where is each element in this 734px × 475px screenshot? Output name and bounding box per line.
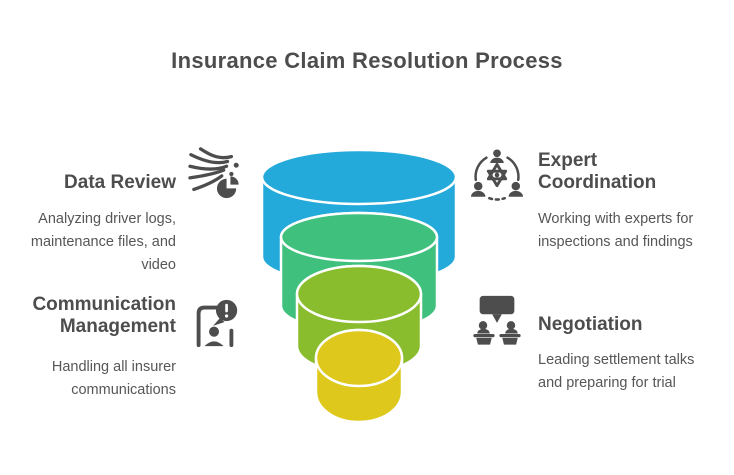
section-description: Leading settlement talks and preparing f… (538, 352, 695, 391)
section-description: Handling all insurer communications (51, 359, 176, 398)
section-expert-coordination: Expert Coordination Working with experts… (470, 146, 720, 254)
section-heading: Expert Coordination (538, 150, 657, 193)
section-heading: Communication Management (32, 294, 176, 337)
section-heading: Data Review (64, 172, 176, 193)
section-communication-management: Communication Management Handling all in… (20, 294, 242, 402)
data-analysis-pie-icon (188, 146, 242, 200)
page-title: Insurance Claim Resolution Process (171, 48, 563, 73)
funnel-diagram (260, 148, 458, 424)
team-network-icon (470, 148, 524, 202)
funnel-stage-4 (314, 328, 404, 424)
section-negotiation: Negotiation Leading settlement talks and… (470, 292, 720, 395)
section-heading: Negotiation (538, 314, 643, 335)
section-description: Analyzing driver logs, maintenance files… (30, 211, 176, 273)
section-data-review: Data Review Analyzing driver logs, maint… (20, 146, 242, 277)
section-description: Working with experts for inspections and… (538, 211, 694, 250)
discussion-podiums-icon (470, 294, 524, 348)
person-alert-bubble-icon (188, 296, 242, 350)
